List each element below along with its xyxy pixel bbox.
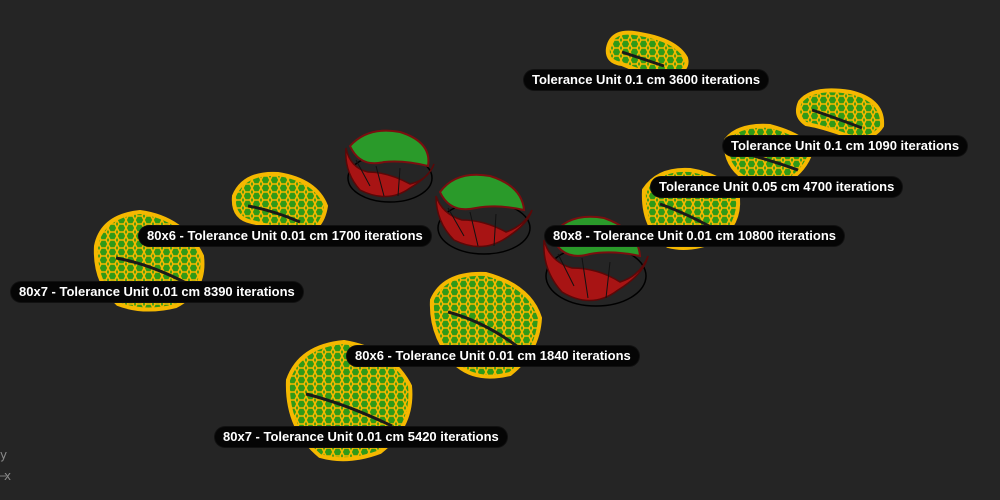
label-80x7-8390: 80x7 - Tolerance Unit 0.01 cm 8390 itera… xyxy=(11,282,303,302)
shell-object-2[interactable] xyxy=(435,173,533,255)
label-tolerance-0.05-4700: Tolerance Unit 0.05 cm 4700 iterations xyxy=(651,177,903,197)
axis-label-x: x xyxy=(4,469,12,483)
shell-object-1[interactable] xyxy=(345,129,435,203)
axis-label-y: y xyxy=(0,448,8,462)
label-80x8-10800: 80x8 - Tolerance Unit 0.01 cm 10800 iter… xyxy=(545,226,845,246)
mesh-object-right-back[interactable] xyxy=(796,88,885,140)
label-80x6-1840: 80x6 - Tolerance Unit 0.01 cm 1840 itera… xyxy=(347,346,639,366)
label-80x7-5420: 80x7 - Tolerance Unit 0.01 cm 5420 itera… xyxy=(215,427,507,447)
label-tolerance-0.1-3600: Tolerance Unit 0.1 cm 3600 iterations xyxy=(524,70,769,90)
label-80x6-1700: 80x6 - Tolerance Unit 0.01 cm 1700 itera… xyxy=(139,226,431,246)
label-tolerance-0.1-1090: Tolerance Unit 0.1 cm 1090 iterations xyxy=(723,136,968,156)
